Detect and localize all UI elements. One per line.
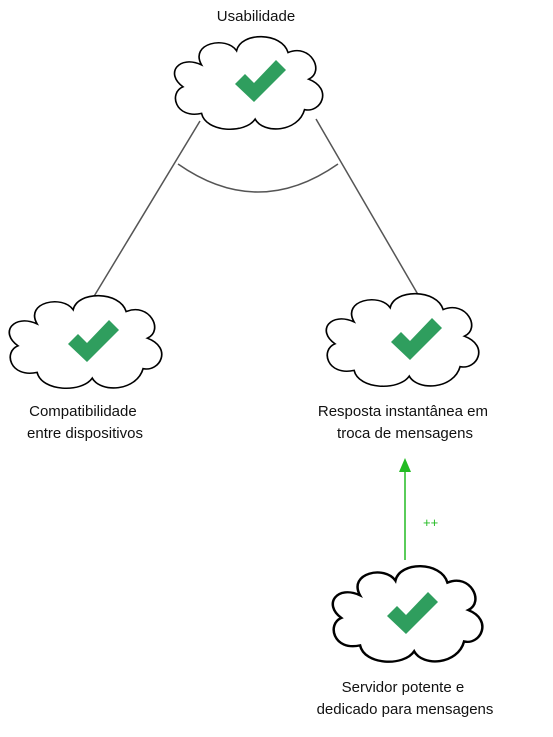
node-label-usabilidade: Usabilidade [217,8,295,25]
node-label-compatibilidade: Compatibilidade entre dispositivos [27,403,143,442]
label-line: entre dispositivos [27,425,143,442]
label-line: Servidor potente e [342,679,465,696]
contribution-label: ++ [423,515,438,530]
label-line: troca de mensagens [337,425,473,442]
contribution-arrowhead [399,458,411,472]
label-line: Usabilidade [217,8,295,25]
node-compatibilidade[interactable]: Compatibilidade entre dispositivos [8,294,163,442]
node-resposta[interactable]: Resposta instantânea em troca de mensage… [318,292,492,442]
link-compat-to-usability [92,120,201,299]
node-label-resposta: Resposta instantânea em troca de mensage… [318,403,492,442]
node-servidor[interactable]: Servidor potente e dedicado para mensage… [317,564,494,718]
link-resposta-to-usability [315,118,421,299]
label-line: Resposta instantânea em [318,403,488,420]
and-decomposition-arc [177,163,339,193]
label-line: Compatibilidade [29,403,137,420]
node-usabilidade[interactable]: Usabilidade [173,8,324,131]
node-label-servidor: Servidor potente e dedicado para mensage… [317,679,494,718]
label-line: dedicado para mensagens [317,701,494,718]
